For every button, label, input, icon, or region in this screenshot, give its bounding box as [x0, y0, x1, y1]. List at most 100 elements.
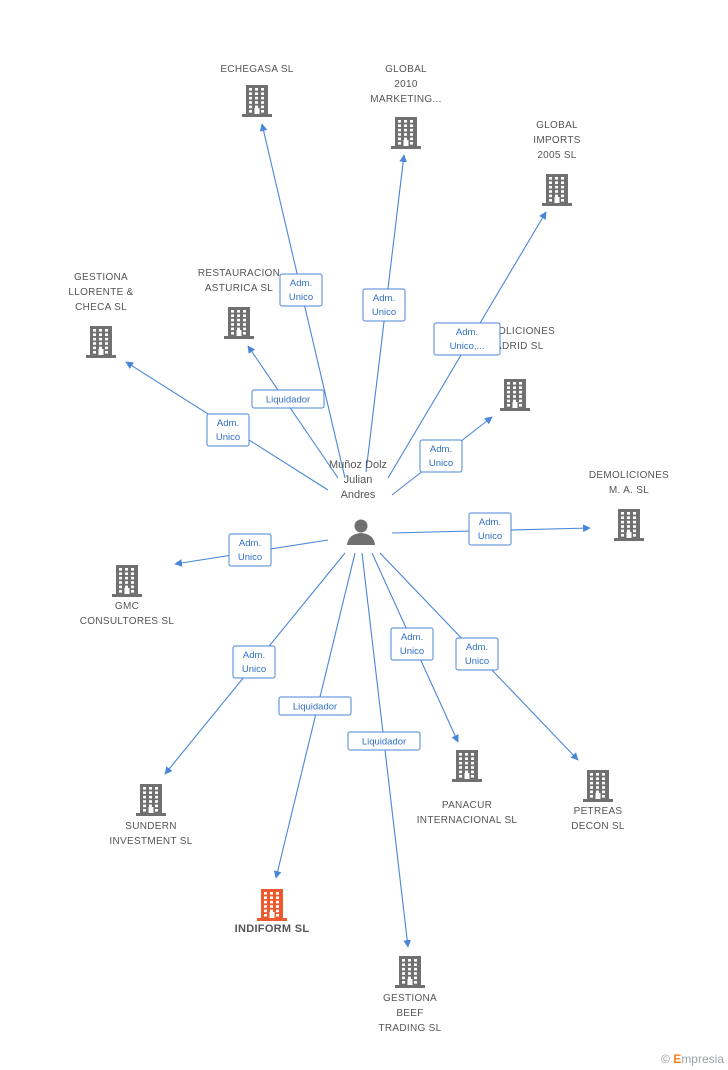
- badge-text: Adm.: [479, 517, 501, 528]
- company-label-line: MARKETING...: [370, 94, 441, 105]
- copyright-symbol: ©: [661, 1052, 670, 1066]
- company-label-line: DEMOLICIONES: [589, 470, 669, 481]
- company-label-line: M. A. SL: [609, 485, 649, 496]
- company-node-global2010[interactable]: GLOBAL2010MARKETING...: [370, 64, 441, 149]
- edge-restauracion: [247, 345, 339, 479]
- company-node-sundern[interactable]: SUNDERN INVESTMENT SL: [109, 784, 192, 847]
- person-name-line: Andres: [341, 489, 376, 501]
- role-badge-demoliciones_ma: Adm. Unico: [468, 512, 512, 546]
- badge-text: Liquidador: [266, 395, 310, 406]
- company-node-gestionallorente[interactable]: GESTIONA LLORENTE & CHECA SL: [68, 272, 133, 358]
- badge-text: Unico: [238, 552, 262, 563]
- brand-initial: E: [673, 1052, 682, 1066]
- company-label-line: INDIFORM SL: [235, 923, 310, 935]
- badge-text: Adm.: [373, 293, 395, 304]
- badge-text: Unico: [289, 292, 313, 303]
- badge-text: Unico,...: [450, 341, 485, 352]
- badge-text: Adm.: [239, 538, 261, 549]
- company-label-line: INTERNACIONAL SL: [417, 815, 518, 826]
- building-icon: [500, 379, 530, 411]
- badge-text: Adm.: [217, 418, 239, 429]
- company-label-line: GESTIONA: [74, 272, 128, 283]
- company-label-line: PANACUR: [442, 800, 492, 811]
- empresia-watermark: © Empresia: [661, 1052, 724, 1066]
- building-icon: [136, 784, 166, 816]
- building-icon: [391, 117, 421, 149]
- building-icon: [112, 565, 142, 597]
- company-label-line: BEEF: [396, 1008, 423, 1019]
- role-badge-gmc: Adm. Unico: [228, 533, 272, 567]
- company-label-line: INVESTMENT SL: [109, 836, 192, 847]
- role-badge-global2010: Adm. Unico: [362, 288, 406, 322]
- company-label-line: RESTAURACION: [198, 268, 280, 279]
- company-label-line: MADRID SL: [486, 341, 543, 352]
- company-label-line: GMC: [115, 601, 139, 612]
- company-node-gmc[interactable]: GMC CONSULTORES SL: [80, 565, 175, 627]
- badge-text: Unico: [478, 531, 502, 542]
- person-name-line: Julian: [344, 474, 373, 486]
- badge-text: Unico: [400, 646, 424, 657]
- company-node-globalimports[interactable]: GLOBAL IMPORTS 2005 SL: [533, 120, 581, 206]
- building-icon: [242, 85, 272, 117]
- role-badge-petreas: Adm. Unico: [455, 637, 499, 671]
- building-icon: [452, 750, 482, 782]
- badge-text: Unico: [465, 656, 489, 667]
- company-node-restauracion[interactable]: RESTAURACION ASTURICA SL: [198, 268, 280, 339]
- building-icon: [583, 770, 613, 802]
- company-node-echegasa[interactable]: ECHEGASA SL: [220, 64, 293, 117]
- company-label-line: ECHEGASA SL: [220, 64, 293, 75]
- company-label-line: CHECA SL: [75, 302, 127, 313]
- role-badge-globalimports: Adm. Unico,...: [433, 322, 501, 356]
- company-label-line: 2005 SL: [537, 150, 576, 161]
- company-label-line: TRADING SL: [378, 1023, 441, 1034]
- badge-text: Adm.: [290, 278, 312, 289]
- badge-text: Adm.: [466, 642, 488, 653]
- company-label-line: LLORENTE &: [68, 287, 133, 298]
- badge-text: Unico: [429, 458, 453, 469]
- role-badge-gestionabeef: Liquidador: [347, 731, 421, 751]
- company-label-line: PETREAS: [574, 806, 623, 817]
- building-icon: [395, 956, 425, 988]
- person-name-line: Muñoz Dolz: [329, 459, 387, 471]
- role-badge-restauracion: Liquidador: [251, 389, 325, 409]
- company-label-line: ASTURICA SL: [205, 283, 273, 294]
- building-icon: [224, 307, 254, 339]
- badge-text: Liquidador: [293, 702, 337, 713]
- role-badge-sundern: Adm. Unico: [232, 645, 276, 679]
- role-badge-demoliciones_madrid: Adm.Unico: [419, 439, 463, 473]
- badge-text: Unico: [372, 307, 396, 318]
- role-badge-panacur: Adm. Unico: [390, 627, 434, 661]
- badge-text: Adm.: [456, 327, 478, 338]
- company-label-line: GESTIONA: [383, 993, 437, 1004]
- company-label-line: IMPORTS: [533, 135, 581, 146]
- building-icon: [614, 509, 644, 541]
- badge-text: Adm.: [401, 632, 423, 643]
- person-icon: [347, 519, 375, 545]
- company-label-line: CONSULTORES SL: [80, 616, 175, 627]
- role-badge-indiform: Liquidador: [278, 696, 352, 716]
- company-label-line: SUNDERN: [125, 821, 177, 832]
- company-node-demoliciones_ma[interactable]: DEMOLICIONES M. A. SL: [589, 470, 669, 541]
- building-icon: [257, 889, 287, 921]
- badge-text: Unico: [242, 664, 266, 675]
- company-node-gestionabeef[interactable]: GESTIONA BEEF TRADING SL: [378, 956, 441, 1034]
- role-badge-gestionallorente: Adm. Unico: [206, 413, 250, 447]
- badge-text: Liquidador: [362, 737, 406, 748]
- badge-text: Adm.: [243, 650, 265, 661]
- building-icon: [542, 174, 572, 206]
- building-icon: [86, 326, 116, 358]
- company-label-line: DECON SL: [571, 821, 625, 832]
- company-node-petreas[interactable]: PETREAS DECON SL: [571, 770, 625, 832]
- brand-name: mpresia: [681, 1052, 724, 1066]
- company-label-line: 2010: [394, 79, 418, 90]
- badge-text: Unico: [216, 432, 240, 443]
- company-label-line: GLOBAL: [536, 120, 578, 131]
- company-node-panacur[interactable]: PANACUR INTERNACIONAL SL: [417, 750, 518, 826]
- role-badge-echegasa: Adm. Unico: [279, 273, 323, 307]
- company-node-indiform[interactable]: INDIFORM SL: [235, 889, 310, 935]
